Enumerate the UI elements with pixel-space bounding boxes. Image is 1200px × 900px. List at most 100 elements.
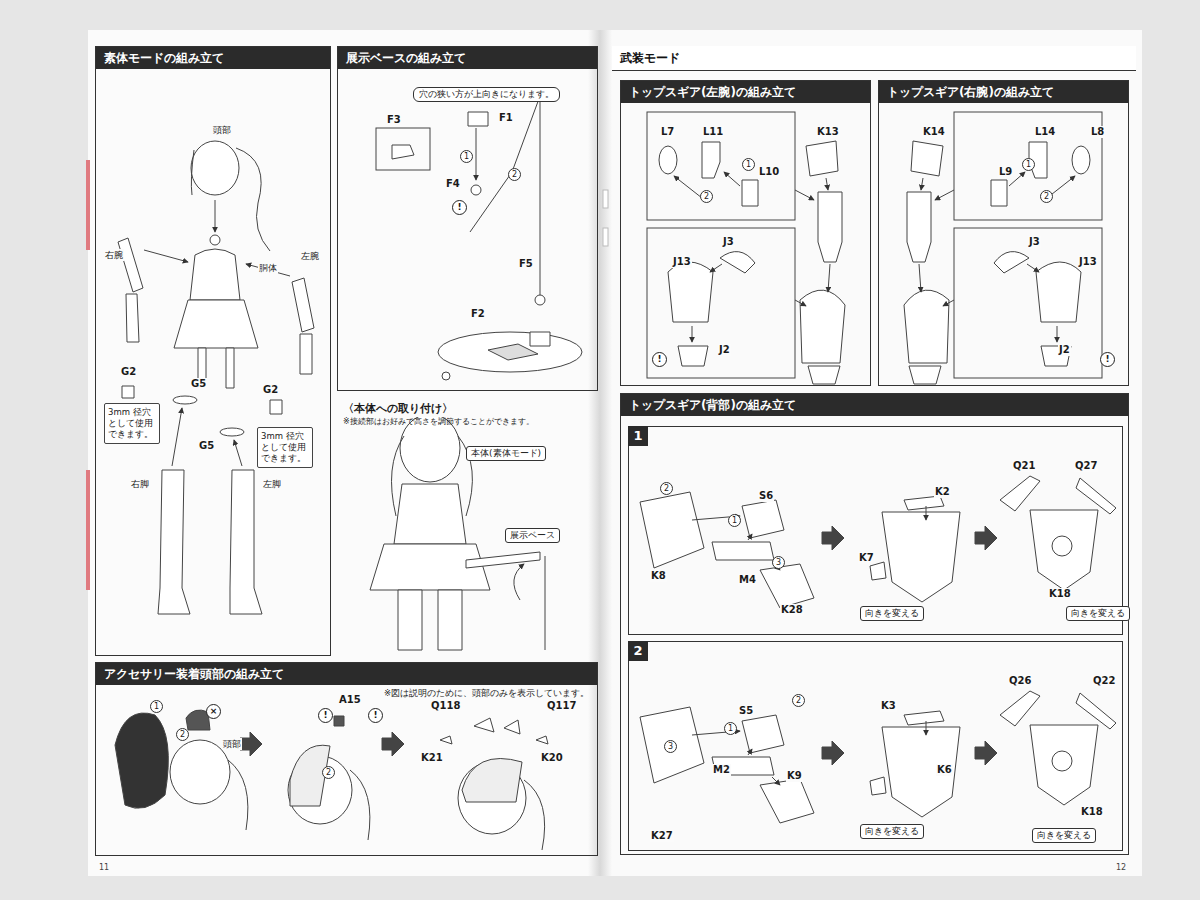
part-number: K9 xyxy=(786,770,803,782)
part-number: K3 xyxy=(880,700,897,712)
illustration-part xyxy=(398,590,462,650)
illustration-part xyxy=(230,470,262,614)
illustration-part xyxy=(115,713,168,808)
part-number: K28 xyxy=(780,604,804,616)
illustration-part xyxy=(228,760,248,830)
part-number: K27 xyxy=(650,830,674,842)
illustration-part xyxy=(172,408,182,466)
illustration-part xyxy=(795,190,814,200)
illustration-part xyxy=(118,238,143,292)
illustration-part xyxy=(640,492,704,568)
illustration-part xyxy=(1076,478,1116,514)
part-number: J2 xyxy=(1058,344,1071,356)
note-text: 3mm 径穴として使用できます。 xyxy=(105,404,159,443)
part-name: 右腕 xyxy=(104,249,124,261)
illustration-part xyxy=(603,228,608,246)
part-number: L9 xyxy=(998,166,1013,178)
illustration-part xyxy=(442,372,450,380)
illustration-part xyxy=(1052,536,1072,556)
part-name: 左脚 xyxy=(262,478,282,490)
illustration-part xyxy=(1030,510,1098,590)
illustration-part xyxy=(488,344,538,360)
illustration-part xyxy=(720,252,755,273)
illustration-part xyxy=(524,780,545,850)
back-gear-figure xyxy=(640,691,1116,823)
right-arm-gear-figure xyxy=(904,112,1102,384)
callout-box: 本体(素体モード) xyxy=(466,446,546,461)
step-order-number: 2 xyxy=(700,190,713,203)
note-box: 穴の狭い方が上向きになります。 xyxy=(413,87,560,102)
part-number: K6 xyxy=(936,764,953,776)
illustration-part xyxy=(603,190,608,208)
mode-panel: 武装モードトップスギア(左腕)の組み立てトップスギア(右腕)の組み立てトップスギ… xyxy=(612,46,1136,858)
callout-box: 展示ベース xyxy=(505,528,560,543)
callout-box: 向きを変える xyxy=(860,606,924,621)
part-number: K14 xyxy=(922,126,946,138)
part-number: Q26 xyxy=(1008,675,1032,687)
illustration-part xyxy=(170,740,230,804)
part-number: L7 xyxy=(660,126,675,138)
part-number: G2 xyxy=(120,366,137,378)
caution-mark: ! xyxy=(652,352,667,367)
part-name: 右脚 xyxy=(130,478,150,490)
step-box: 2向きを変える向きを変える xyxy=(628,641,1123,851)
callout-box: 向きを変える xyxy=(860,824,924,839)
illustration-part xyxy=(647,112,795,220)
illustration-part xyxy=(470,96,540,232)
illustration-part xyxy=(438,332,582,372)
part-name: 左腕 xyxy=(300,250,320,262)
part-number: J3 xyxy=(1028,236,1041,248)
illustration-part xyxy=(674,176,702,198)
callout-text: 展示ベース xyxy=(506,529,559,542)
callout-text: 向きを変える xyxy=(861,825,923,838)
illustration-part xyxy=(530,332,550,346)
part-number: L8 xyxy=(1090,126,1105,138)
step-order-number: 2 xyxy=(1040,190,1053,203)
part-number: J2 xyxy=(718,344,731,356)
illustration-part xyxy=(440,718,548,744)
illustration-part xyxy=(191,141,239,195)
step-order-number: 2 xyxy=(176,728,189,741)
illustration-part xyxy=(826,178,828,190)
illustration-part xyxy=(742,500,784,538)
illustration-part xyxy=(600,30,1142,876)
illustration-part xyxy=(926,506,927,520)
part-number: G5 xyxy=(190,378,207,390)
illustration-part xyxy=(514,564,524,600)
part-number: M2 xyxy=(712,764,731,776)
step-order-number: 1 xyxy=(724,722,737,735)
display-base-figure xyxy=(376,96,582,380)
part-number: S6 xyxy=(758,490,774,502)
page-number: 11 xyxy=(99,862,109,874)
illustration-part xyxy=(190,249,240,300)
step-order-number: 1 xyxy=(460,150,473,163)
illustration-part xyxy=(468,112,488,126)
callout-text: 向きを変える xyxy=(861,607,923,620)
illustration-part xyxy=(88,30,600,876)
part-number: K7 xyxy=(858,552,875,564)
illustration-part xyxy=(545,556,546,650)
illustration-part xyxy=(818,192,842,262)
part-number: J13 xyxy=(1078,256,1098,268)
illustration-part xyxy=(334,716,344,726)
section-panel: 展示ベースの組み立て穴の狭い方が上向きになります。 xyxy=(337,46,598,391)
illustration-part xyxy=(748,534,752,540)
step-order-number: 1 xyxy=(150,700,163,713)
illustration-part xyxy=(191,150,194,195)
illustration-part xyxy=(668,262,713,322)
illustration-part xyxy=(692,326,693,342)
part-number: Q21 xyxy=(1012,460,1036,472)
illustration-part xyxy=(828,264,830,292)
section-panel: トップスギア(背部)の組み立て1向きを変える向きを変える2向きを変える向きを変え… xyxy=(620,393,1129,855)
step-order-number: 1 xyxy=(728,514,741,527)
illustration-part xyxy=(292,278,314,332)
section-panel: 〈本体への取り付け〉※接続部はお好みで高さを調節することができます。本体(素体モ… xyxy=(337,396,598,656)
part-number: L10 xyxy=(758,166,780,178)
caution-mark: ! xyxy=(1100,352,1115,367)
illustration-part xyxy=(174,300,258,348)
illustration-part xyxy=(392,145,414,159)
illustration-part xyxy=(236,148,270,251)
